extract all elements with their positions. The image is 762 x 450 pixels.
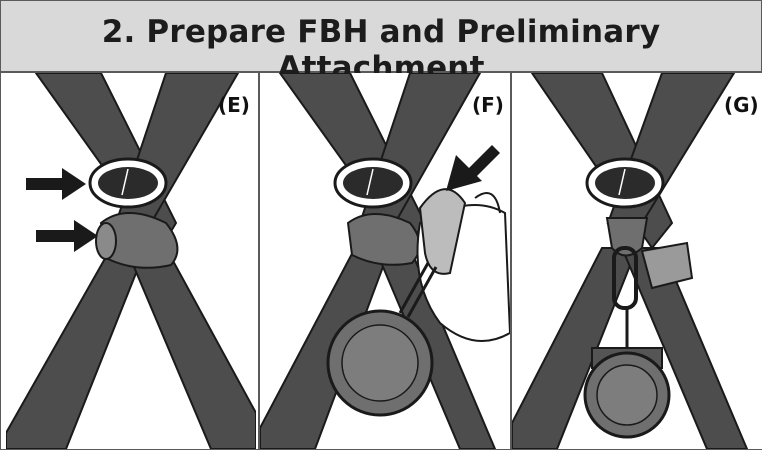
panel-e-label: (E) xyxy=(218,93,250,117)
panel-f-illustration xyxy=(260,73,510,449)
strap-left-lower xyxy=(6,247,148,449)
title-bar: 2. Prepare FBH and Preliminary Attachmen… xyxy=(1,1,761,86)
panel-f: (F) xyxy=(258,73,510,449)
snap-hook xyxy=(418,188,467,275)
panel-g-illustration xyxy=(512,73,749,449)
panel-f-label: (F) xyxy=(472,93,504,117)
connector-barrel xyxy=(346,213,421,266)
panel-g-label: (G) xyxy=(724,93,759,117)
arrow-lower xyxy=(36,220,98,252)
strap-right-lower xyxy=(124,247,256,449)
panel-g: (G) xyxy=(510,73,762,449)
panel-e: (E) xyxy=(6,73,256,449)
swivel-link xyxy=(612,246,638,310)
arrow-diagonal xyxy=(446,145,500,191)
snap-hook xyxy=(640,241,694,290)
d-ring-center xyxy=(98,167,158,199)
arrow-upper xyxy=(26,168,86,200)
panel-e-illustration xyxy=(6,73,256,449)
connector xyxy=(605,217,649,257)
figure-title: 2. Prepare FBH and Preliminary Attachmen… xyxy=(101,14,661,86)
connector-barrel xyxy=(99,212,179,269)
